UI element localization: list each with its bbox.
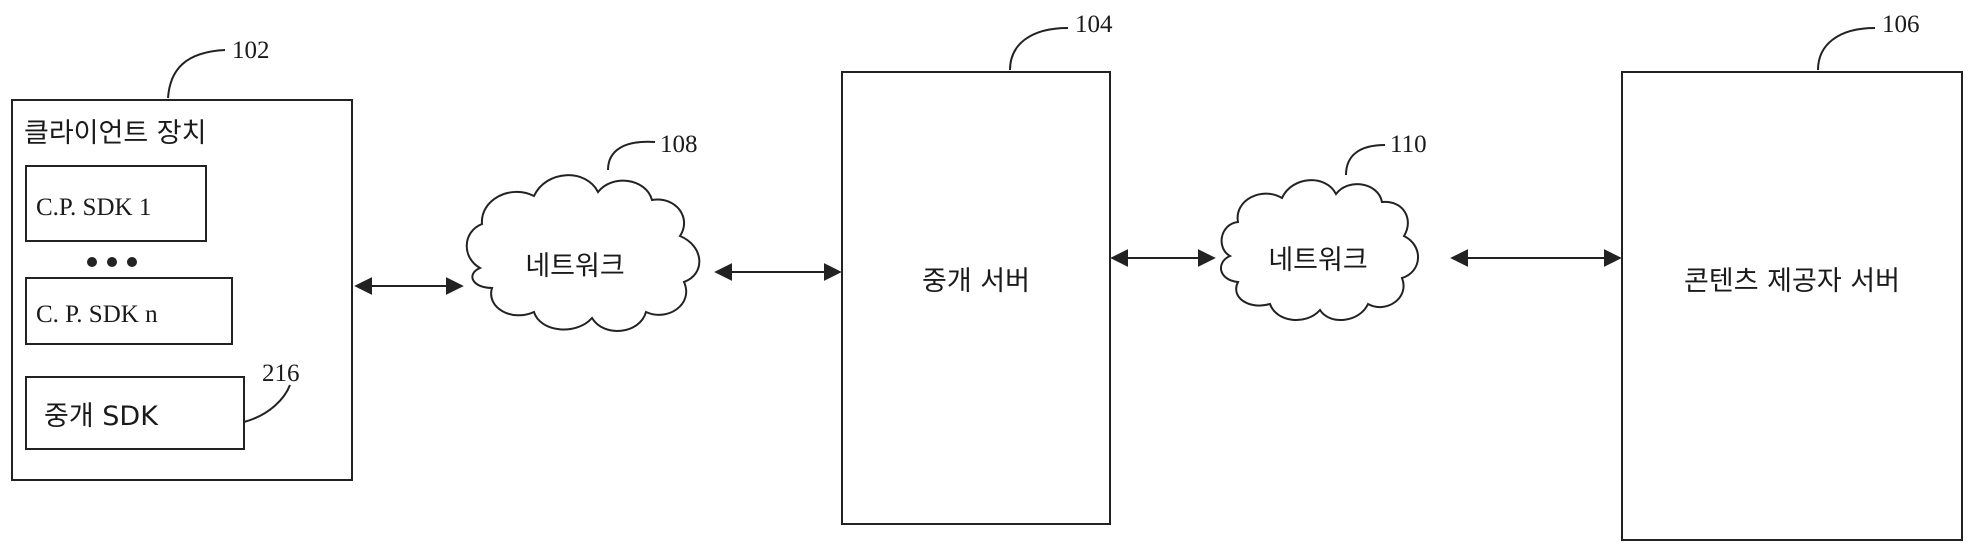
content-provider-server: 콘텐츠 제공자 서버 106	[1622, 11, 1962, 540]
ref-leader-102	[168, 50, 225, 98]
ref-104: 104	[1075, 11, 1113, 38]
cp-sdk-n-label: C. P. SDK n	[36, 301, 158, 328]
client-device-title: 클라이언트 장치	[24, 118, 206, 149]
mediation-server-label: 중개 서버	[922, 266, 1030, 297]
ref-102: 102	[232, 37, 270, 64]
content-provider-server-box	[1622, 72, 1962, 540]
network-right: 네트워크 110	[1221, 131, 1427, 320]
cp-sdk-1-label: C.P. SDK 1	[36, 194, 151, 221]
ref-108: 108	[660, 131, 698, 158]
ref-leader-106	[1818, 28, 1875, 70]
ref-leader-110	[1346, 145, 1385, 175]
client-device: 클라이언트 장치 C.P. SDK 1 C. P. SDK n 중개 SDK 2…	[12, 37, 352, 480]
content-provider-server-label: 콘텐츠 제공자 서버	[1684, 266, 1900, 297]
ref-110: 110	[1390, 131, 1427, 158]
ref-106: 106	[1882, 11, 1920, 38]
mediation-server-box	[842, 72, 1110, 524]
network-right-label: 네트워크	[1268, 245, 1367, 276]
ref-leader-108	[608, 142, 655, 170]
ref-216: 216	[262, 360, 300, 387]
mediation-server: 중개 서버 104	[842, 11, 1113, 524]
network-left-label: 네트워크	[525, 251, 624, 282]
network-left: 네트워크 108	[467, 131, 700, 331]
ellipsis-dots	[87, 257, 137, 267]
ref-leader-104	[1010, 28, 1068, 70]
mediation-sdk-label: 중개 SDK	[44, 401, 159, 432]
